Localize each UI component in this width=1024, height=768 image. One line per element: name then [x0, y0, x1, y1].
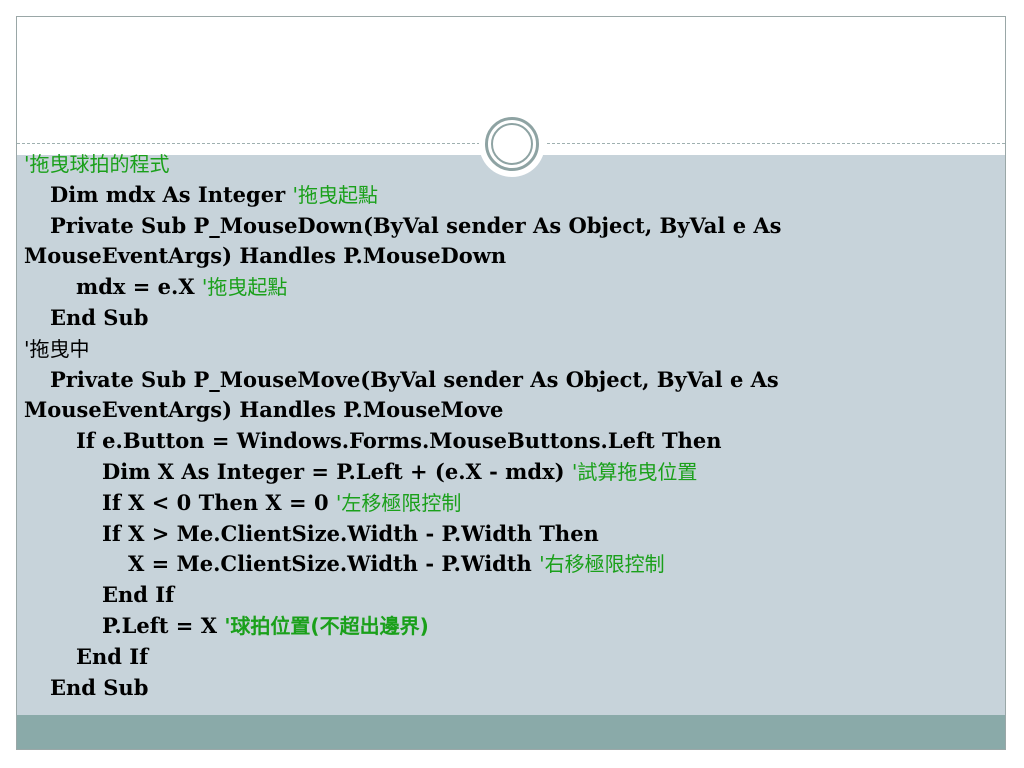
- code-comment: '拖曳球拍的程式: [24, 152, 170, 176]
- code-line: End If: [24, 642, 999, 673]
- code-comment: '左移極限控制: [335, 490, 462, 515]
- code-line: End Sub: [24, 673, 999, 704]
- code-line: P.Left = X '球拍位置(不超出邊界): [24, 611, 999, 642]
- code-text: Dim mdx As Integer: [50, 181, 293, 207]
- code-text: mdx = e.X: [76, 274, 202, 300]
- code-text: P.Left = X: [102, 612, 225, 638]
- slide: '拖曳球拍的程式 Dim mdx As Integer '拖曳起點 Privat…: [16, 16, 1006, 750]
- code-line: End Sub: [24, 303, 999, 334]
- code-text: Private Sub P_MouseMove(ByVal sender As …: [50, 366, 779, 392]
- code-comment: '試算拖曳位置: [571, 459, 698, 484]
- code-block: '拖曳球拍的程式 Dim mdx As Integer '拖曳起點 Privat…: [24, 149, 999, 703]
- code-line: Dim X As Integer = P.Left + (e.X - mdx) …: [24, 457, 999, 488]
- code-comment: '拖曳起點: [201, 275, 288, 300]
- code-line: X = Me.ClientSize.Width - P.Width '右移極限控…: [24, 549, 999, 580]
- code-text: If X < 0 Then X = 0: [102, 489, 336, 515]
- code-line: '拖曳中: [24, 334, 999, 365]
- code-comment: '球拍位置(不超出邊界): [224, 613, 429, 638]
- code-comment: '拖曳起點: [292, 182, 378, 207]
- code-text: MouseEventArgs) Handles P.MouseDown: [24, 243, 507, 269]
- code-line: End If: [24, 580, 999, 611]
- code-comment: '拖曳中: [24, 336, 90, 361]
- code-line: MouseEventArgs) Handles P.MouseDown: [24, 241, 999, 272]
- code-line: MouseEventArgs) Handles P.MouseMove: [24, 395, 999, 426]
- code-line: Dim mdx As Integer '拖曳起點: [24, 180, 999, 211]
- code-text: End Sub: [50, 674, 149, 700]
- code-line: mdx = e.X '拖曳起點: [24, 272, 999, 303]
- decorative-inner-ring-icon: [491, 123, 533, 165]
- code-text: X = Me.ClientSize.Width - P.Width: [128, 551, 540, 577]
- code-line: Private Sub P_MouseDown(ByVal sender As …: [24, 211, 999, 242]
- code-text: If X > Me.ClientSize.Width - P.Width The…: [102, 520, 599, 546]
- code-text: If e.Button = Windows.Forms.MouseButtons…: [76, 428, 722, 454]
- code-text: End Sub: [50, 304, 149, 330]
- code-comment: '右移極限控制: [539, 552, 665, 577]
- code-text: Dim X As Integer = P.Left + (e.X - mdx): [102, 458, 572, 484]
- code-line: '拖曳球拍的程式: [24, 149, 999, 180]
- code-line: If X < 0 Then X = 0 '左移極限控制: [24, 488, 999, 519]
- code-text: Private Sub P_MouseDown(ByVal sender As …: [50, 212, 782, 238]
- code-line: If e.Button = Windows.Forms.MouseButtons…: [24, 426, 999, 457]
- slide-footer-band: [17, 715, 1005, 749]
- code-line: Private Sub P_MouseMove(ByVal sender As …: [24, 365, 999, 396]
- code-text: End If: [76, 643, 149, 669]
- code-line: If X > Me.ClientSize.Width - P.Width The…: [24, 519, 999, 550]
- code-text: End If: [102, 582, 175, 608]
- code-text: MouseEventArgs) Handles P.MouseMove: [24, 397, 504, 423]
